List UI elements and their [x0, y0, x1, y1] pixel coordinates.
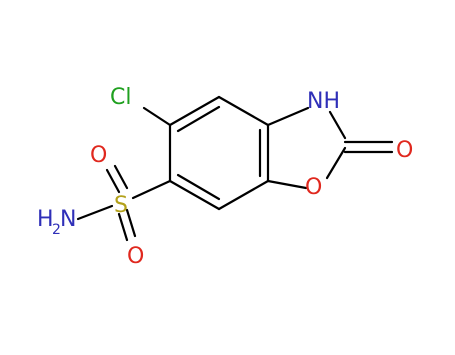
bond-c4-c5: [168, 179, 221, 211]
atom-amide-h: H: [37, 207, 54, 232]
bond-c2-n: [266, 106, 310, 127]
atom-sulfonyl-oxygen-top: O: [90, 143, 107, 168]
double-bond-c4-c5: [176, 173, 221, 201]
atom-ring-oxygen: O: [305, 175, 322, 200]
double-bond-c1-c6: [176, 105, 221, 133]
bond-c6-cl: [142, 106, 172, 127]
atom-amide-n: N: [60, 207, 76, 232]
bond-s-n: [76, 204, 114, 221]
bond-n-c7: [328, 110, 347, 140]
bond-c6-c1: [168, 95, 221, 127]
bond-o-ring-c3: [266, 179, 308, 190]
bond-s-o-bottom-a: [117, 212, 129, 242]
bond-s-o-bottom-b: [125, 208, 137, 238]
atom-sulfonyl-oxygen-bottom: O: [127, 244, 144, 269]
atom-sulfur: S: [114, 193, 128, 218]
bond-s-o-top-a: [105, 168, 121, 194]
atom-chlorine: Cl: [110, 85, 131, 110]
atom-amine-nh: NH: [307, 89, 340, 114]
atom-amide-subscript: 2: [52, 222, 61, 238]
bond-c7-o-ring: [325, 146, 347, 180]
bond-c5-s: [131, 179, 172, 200]
bond-c3-c4: [217, 179, 270, 211]
bond-c1-c2: [217, 95, 270, 127]
atom-carbonyl-oxygen: O: [396, 138, 413, 163]
bond-s-o-top-b: [113, 164, 129, 190]
